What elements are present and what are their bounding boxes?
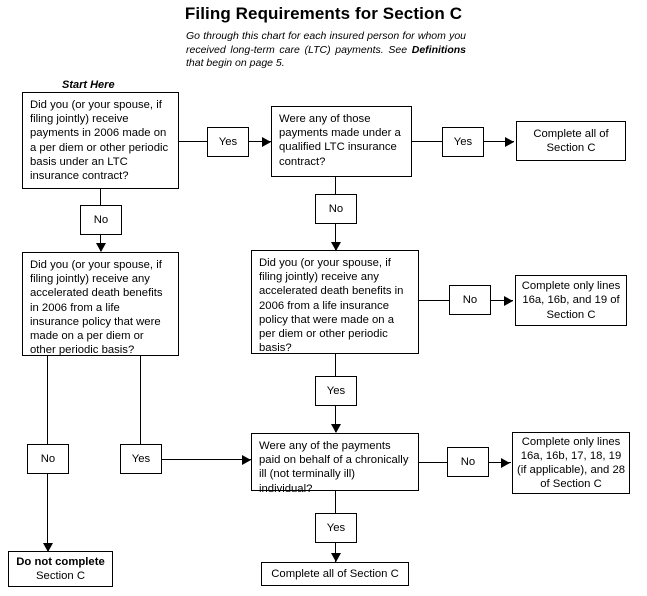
edge-label-q3-yes: Yes <box>120 444 162 474</box>
intro-prefix: Go through this chart for each insured p… <box>186 30 466 56</box>
connector-yes-to-q5-top <box>335 406 336 432</box>
connector-q1-to-yes <box>179 141 207 142</box>
arrowhead-to-r2 <box>504 296 513 306</box>
connector-no-to-r3 <box>489 462 511 463</box>
connector-no-to-donot <box>47 474 48 550</box>
arrowhead-to-q2 <box>262 137 271 147</box>
arrowhead-to-donot <box>43 543 53 552</box>
connector-yes-to-q5 <box>162 459 251 460</box>
connector-no-to-q4 <box>335 224 336 250</box>
page-title: Filing Requirements for Section C <box>184 4 463 23</box>
connector-q2-to-no <box>335 177 336 194</box>
edge-label-q1-no: No <box>80 205 122 235</box>
edge-label-q2-no: No <box>315 194 357 224</box>
intro-text: Go through this chart for each insured p… <box>186 30 466 71</box>
connector-q3-to-no <box>47 356 48 444</box>
intro-suffix: that begin on page 5. <box>186 57 285 69</box>
arrowhead-to-r3 <box>501 458 510 468</box>
do-not-complete-emphasis: Do not complete <box>16 555 105 568</box>
result-text-lines-16a-16b-19: Complete only lines 16a, 16b, and 19 of … <box>521 280 621 321</box>
arrowhead-to-q4 <box>331 242 341 251</box>
connector-yes-to-r1 <box>484 141 514 142</box>
result-box-lines-16a-16b-19: Complete only lines 16a, 16b, and 19 of … <box>515 275 627 326</box>
edge-label-q5-no: No <box>447 447 489 477</box>
do-not-complete-section: Section C <box>36 570 85 582</box>
connector-no-to-r2 <box>491 300 513 301</box>
connector-yes-to-r5 <box>335 543 336 562</box>
start-here-label: Start Here <box>62 79 115 91</box>
edge-label-q3-no: No <box>27 444 69 474</box>
question-box-q5: Were any of the payments paid on behalf … <box>251 433 419 495</box>
result-box-complete-all-top: Complete all of Section C <box>516 121 626 161</box>
question-box-q4: Did you (or your spouse, if filing joint… <box>251 250 419 354</box>
question-box-q1: Did you (or your spouse, if filing joint… <box>22 92 179 189</box>
result-text-lines-16a-16b-17-18-19-28: Complete only lines 16a, 16b, 17, 18, 19… <box>517 435 626 491</box>
result-text-complete-all-bottom: Complete all of Section C <box>271 567 399 580</box>
arrowhead-to-q3 <box>96 243 106 252</box>
arrowhead-to-q5-left <box>242 455 251 465</box>
edge-label-q1-yes: Yes <box>207 127 249 157</box>
edge-label-q4-no: No <box>449 285 491 315</box>
result-box-complete-all-bottom: Complete all of Section C <box>261 562 409 586</box>
arrowhead-to-r5 <box>331 553 341 562</box>
connector-q5-to-no <box>419 462 447 463</box>
connector-q4-to-yes <box>335 354 336 376</box>
connector-q2-to-yes <box>412 141 442 142</box>
edge-label-q2-yes: Yes <box>442 127 484 157</box>
question-box-q2: Were any of those payments made under a … <box>271 106 412 177</box>
connector-q4-to-no <box>419 300 449 301</box>
connector-q3-to-yes <box>140 356 141 444</box>
connector-q5-to-yes <box>335 491 336 513</box>
intro-definitions-emphasis: Definitions <box>411 43 466 56</box>
edge-label-q4-yes: Yes <box>315 376 357 406</box>
result-text-complete-all-top: Complete all of Section C <box>533 127 609 154</box>
edge-label-q5-yes: Yes <box>315 513 357 543</box>
connector-q1-to-no <box>100 189 101 205</box>
connector-yes-to-q2 <box>249 141 271 142</box>
arrowhead-to-r1 <box>505 137 514 147</box>
arrowhead-to-q5-top <box>331 424 341 433</box>
result-box-lines-16a-16b-17-18-19-28: Complete only lines 16a, 16b, 17, 18, 19… <box>512 432 630 494</box>
question-box-q3: Did you (or your spouse, if filing joint… <box>22 252 179 356</box>
